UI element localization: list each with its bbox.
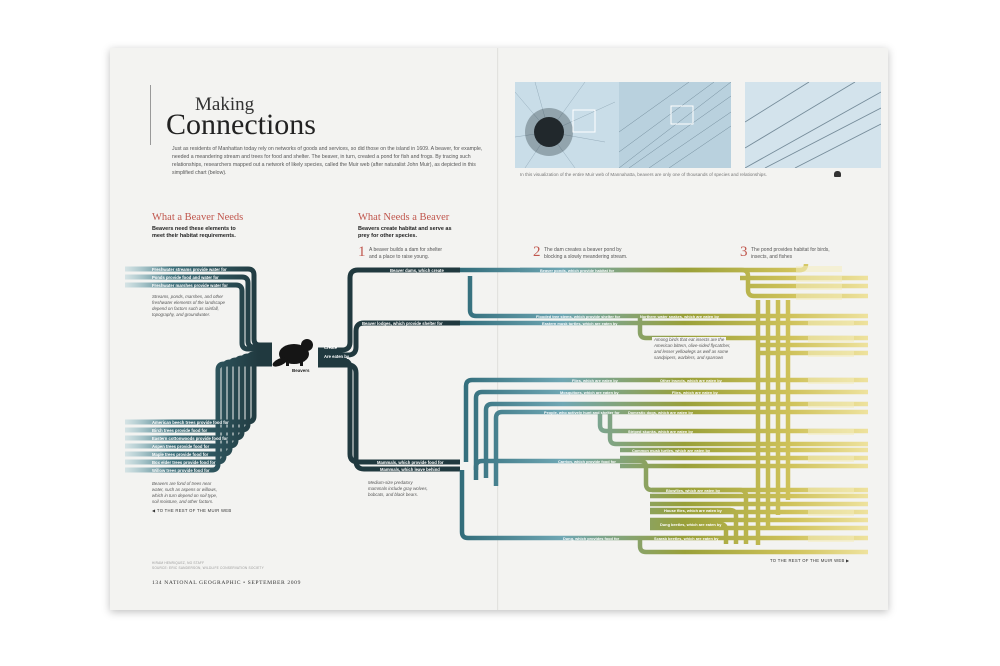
water-item-3: Freshwater marshes provide water for [152, 283, 228, 288]
label-dung: Dung, which provides food for [563, 536, 620, 541]
tree-note-line-3: which in turn depend on soil type, [152, 493, 218, 498]
birds-note-line-1: Among birds that eat insects are the [652, 337, 727, 344]
page-fold [497, 48, 499, 610]
water-note-line-1: Streams, ponds, marshes, and other [152, 294, 224, 299]
label-beaver-dams: Beaver dams, which create [390, 268, 444, 273]
water-note-line-2: freshwater elements of the landscape [152, 300, 225, 305]
tree-item-1: American beech trees provide food for [152, 420, 229, 425]
label-mosquitoes: Mosquitoes, which are eaten by [560, 390, 619, 395]
label-house-flies: House flies, which are eaten by [664, 508, 723, 513]
label-beaver-lodges: Beaver lodges, which provide shelter for [362, 321, 443, 326]
birds-note-line-3: and lesser yellowlegs as well as some [652, 349, 731, 356]
beaver-label: Beavers [292, 368, 310, 373]
beaver-output-trunks [318, 267, 460, 472]
label-mammals-food: Mammals, which provide food for [377, 460, 444, 465]
species-end-caps [796, 266, 854, 542]
photo-caption: In this visualization of the entire Muir… [520, 172, 767, 177]
step-1-text-line-2: and a place to raise young. [369, 254, 430, 260]
credit-line-1: HIRAM HENRIQUEZ, NG STAFF [152, 561, 205, 565]
tree-note-line-1: Beavers are fond of trees near [152, 481, 212, 486]
label-carrion: Carrion, which provide food for [558, 459, 616, 464]
label-other-insects: Other insects, which are eaten by [660, 378, 723, 383]
title-rule [150, 85, 151, 145]
predator-note-line-1: Medium-size predatory [368, 480, 413, 485]
beaver-icon [834, 171, 841, 177]
water-item-1: Freshwater streams provide water for [152, 267, 227, 272]
step-2-number: 2 [533, 244, 541, 260]
label-flies: Flies, which are eaten by [572, 378, 619, 383]
tree-note-line-4: soil moisture, and other factors. [152, 499, 214, 504]
predator-note-line-3: bobcats, and black bears. [368, 492, 419, 497]
label-common-musk-turtles: Common musk turtles, which are eaten by [632, 448, 711, 453]
birds-note-line-4: sandpipers, warblers, and sparrows [652, 355, 726, 362]
right-rest-of-web-link[interactable]: TO THE REST OF THE MUIR WEB ▶ [770, 558, 850, 563]
tree-source-lines [125, 349, 272, 473]
muir-web-visualization [515, 82, 881, 168]
step-2-text-line-1: The dam creates a beaver pond by [544, 247, 622, 253]
step-2-text-line-2: blocking a slowly meandering stream. [544, 254, 628, 260]
label-beaver-ponds: Beaver ponds, which provide habitat for [540, 268, 615, 273]
label-northern-water-snakes: Northern water snakes, which are eaten b… [640, 314, 720, 319]
intro-paragraph: Just as residents of Manhattan today rel… [172, 146, 483, 177]
network-labels: Beaver ponds, which provide habitat for … [536, 268, 723, 541]
needs-subtitle-line-2: meet their habitat requirements. [152, 233, 236, 239]
step-3-text-line-2: insects, and fishes [751, 254, 793, 260]
label-flies-2: Flies, which are eaten by [672, 390, 719, 395]
water-note-line-3: depend on factors such as rainfall, [152, 306, 219, 311]
label-scarab-beetles: Scarab beetles, which are eaten by [654, 536, 719, 541]
photo-web-zoom-1 [619, 82, 731, 168]
water-item-2: Ponds provide food and water for [152, 275, 219, 280]
tree-item-4: Aspen trees provide food for [152, 444, 210, 449]
tree-item-6: Box elder trees provide food for [152, 460, 216, 465]
photo-web-zoom-2 [745, 82, 881, 168]
step-1-number: 1 [358, 244, 366, 260]
what-needs-title: What Needs a Beaver [358, 212, 450, 223]
page-title: Connections [166, 108, 316, 141]
water-source-lines [125, 266, 272, 352]
label-dung-beetles: Dung beetles, which are eaten by [660, 522, 722, 527]
credit-line-2: SOURCE: ERIC SANDERSON, WILDLIFE CONSERV… [152, 566, 264, 570]
page-title-small: Making [195, 94, 255, 115]
tree-item-5: Maple trees provide food for [152, 452, 209, 457]
step-1-text-line-1: A beaver builds a dam for shelter [369, 247, 443, 253]
left-rest-of-web-link[interactable]: ◀ TO THE REST OF THE MUIR WEB [152, 508, 232, 513]
label-blowflies: Blowflies, which are eaten by [666, 488, 721, 493]
label-create: Create [324, 345, 338, 350]
predator-note-line-2: mammals include gray wolves, [368, 486, 428, 491]
needs-subtitle-line-1: Beavers need these elements to [152, 226, 236, 232]
needs-title: What a Beaver Needs [152, 212, 244, 223]
label-eastern-musk-turtles: Eastern musk turtles, which are eaten by [542, 321, 618, 326]
what-needs-subtitle-line-1: Beavers create habitat and serve as [358, 226, 452, 232]
label-flooded-tree-stems: Flooded tree stems, which provide shelte… [536, 314, 621, 319]
what-needs-subtitle-line-2: prey for other species. [358, 233, 417, 239]
label-striped-skunks: Striped skunks, which are eaten by [628, 429, 694, 434]
right-rest-of-web-label: TO THE REST OF THE MUIR WEB [770, 558, 845, 563]
habitat-network-lines [459, 263, 868, 555]
page-footer: 134 NATIONAL GEOGRAPHIC • SEPTEMBER 2009 [152, 580, 301, 586]
label-people: People, who actively hunt and shelter fo… [544, 410, 620, 415]
label-domestic-dogs: Domestic dogs, which are eaten by [628, 410, 694, 415]
photo-web-overview [515, 82, 631, 168]
tree-item-7: Willow trees provide food for [152, 468, 210, 473]
needs-bar-labels: Freshwater streams provide water for Pon… [152, 267, 229, 473]
step-3-number: 3 [740, 244, 748, 260]
beaver-trunk-labels: Beaver dams, which create Beaver lodges,… [324, 268, 444, 472]
beaver-silhouette-icon [272, 339, 313, 367]
label-mammals-behind: Mammals, which leave behind [380, 467, 440, 472]
birds-note-line-2: American bittern, olive-sided flycatcher… [652, 343, 733, 350]
step-3-text-line-1: The pond provides habitat for birds, [751, 247, 830, 253]
left-rest-of-web-label: TO THE REST OF THE MUIR WEB [156, 508, 232, 513]
tree-item-2: Birch trees provide food for [152, 428, 208, 433]
tree-item-3: Eastern cottonwoods provide food for [152, 436, 228, 441]
tree-note-line-2: water, such as aspens or willows, [152, 487, 217, 492]
water-note-line-4: topography, and groundwater. [152, 312, 211, 317]
label-are-eaten-by: Are eaten by [324, 354, 350, 359]
